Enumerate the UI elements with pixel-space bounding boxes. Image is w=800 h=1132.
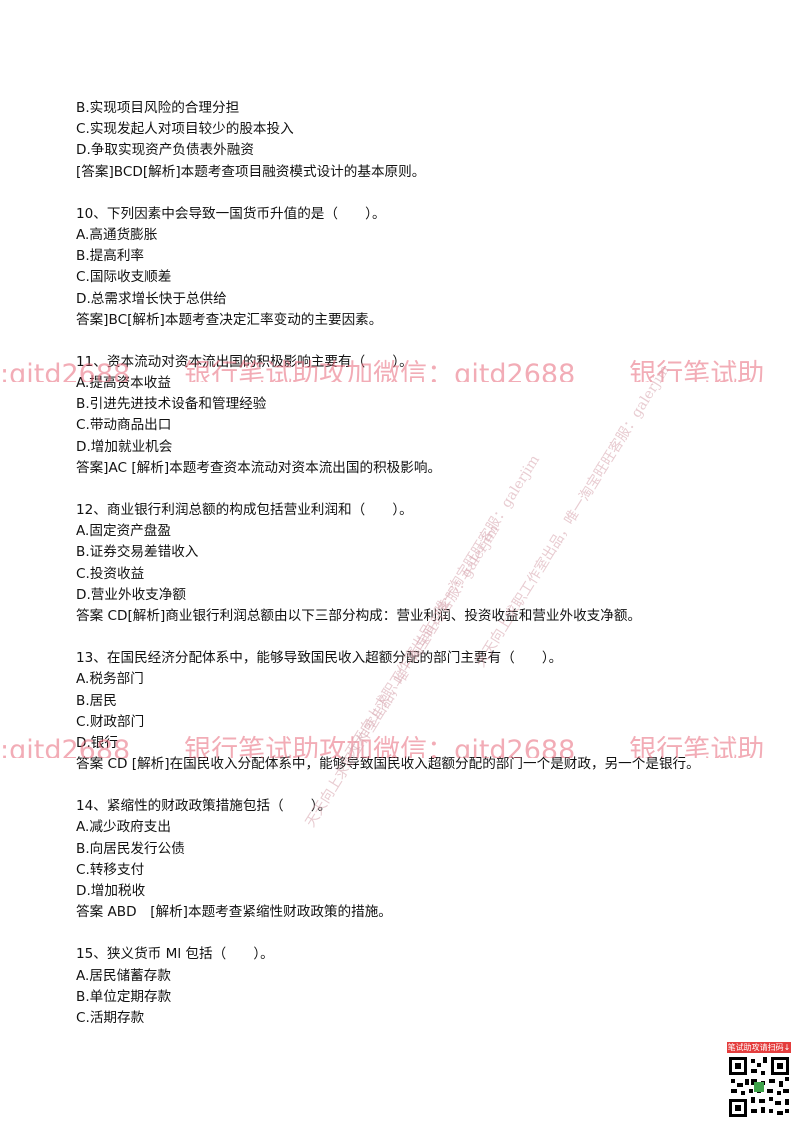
text-line: 答案 CD[解析]商业银行利润总额由以下三部分构成：营业利润、投资收益和营业外收… [76,607,642,624]
text-line: B.实现项目风险的合理分担 [76,100,240,116]
text-line: A.减少政府支出 [76,819,171,836]
blank-spacer [76,479,776,500]
text-line: A.提高资本收益 [76,375,171,392]
text-line: D.增加税收 [76,883,146,899]
text-line: B.单位定期存款 [76,988,172,1005]
blank-spacer [76,183,776,204]
blank-spacer [76,627,776,648]
text-line: A.税务部门 [76,671,144,688]
text-line: C.实现发起人对项目较少的股本投入 [76,121,294,138]
text-line: C.投资收益 [76,565,145,582]
blank-spacer [76,775,776,796]
text-line: 答案]AC [解析]本题考查资本流动对资本流出国的积极影响。 [76,459,442,476]
text-line: A.高通货膨胀 [76,226,158,243]
blank-spacer [76,923,776,944]
text-line: B.提高利率 [76,248,145,265]
text-line: C.活期存款 [76,1009,145,1026]
text-line: 13、在国民经济分配体系中，能够导致国民收入超额分配的部门主要有（ ）。 [76,650,563,667]
text-line: 答案 ABD [解析]本题考查紧缩性财政政策的措施。 [76,904,392,921]
qr-code-box: 笔试助攻请扫码↓ [727,1042,791,1122]
text-line: B.居民 [76,692,117,709]
text-line: 15、狭义货币 Ml 包括（ ）。 [76,946,274,963]
qr-code-icon [727,1055,791,1119]
text-line: C.国际收支顺差 [76,269,172,286]
text-line: D.营业外收支净额 [76,586,186,603]
text-line: 答案 CD [解析]在国民收入分配体系中，能够导致国民收入超额分配的部门一个是财… [76,756,700,773]
text-line: D.总需求增长快于总供给 [76,290,227,307]
text-line: 答案]BC[解析]本题考查决定汇率变动的主要因素。 [76,311,383,328]
text-line: D.增加就业机会 [76,438,173,455]
text-line: C.财政部门 [76,713,145,730]
text-line: B.证券交易差错收入 [76,544,199,561]
text-line: D.银行 [76,734,118,751]
text-line: [答案]BCD[解析]本题考查项目融资模式设计的基本原则。 [76,163,426,180]
qr-label: 笔试助攻请扫码↓ [727,1042,791,1053]
text-line: 11、资本流动对资本流出国的积极影响主要有（ ）。 [76,353,413,370]
text-line: 14、紧缩性的财政政策措施包括（ ）。 [76,798,332,815]
text-line: A.固定资产盘盈 [76,523,171,540]
blank-spacer [76,331,776,352]
question-text-block: B.实现项目风险的合理分担 C.实现发起人对项目较少的股本投入 D.争取实现资产负债… [76,98,776,1029]
text-line: 12、商业银行利润总额的构成包括营业利润和（ ）。 [76,502,413,518]
text-line: B.向居民发行公债 [76,840,185,857]
text-line: A.居民储蓄存款 [76,967,171,984]
text-line: D.争取实现资产负债表外融资 [76,142,254,159]
text-line: C.带动商品出口 [76,417,172,434]
text-line: C.转移支付 [76,861,145,878]
text-line: 10、下列因素中会导致一国货币升值的是（ ）。 [76,205,386,222]
text-line: B.引进先进技术设备和管理经验 [76,396,267,413]
